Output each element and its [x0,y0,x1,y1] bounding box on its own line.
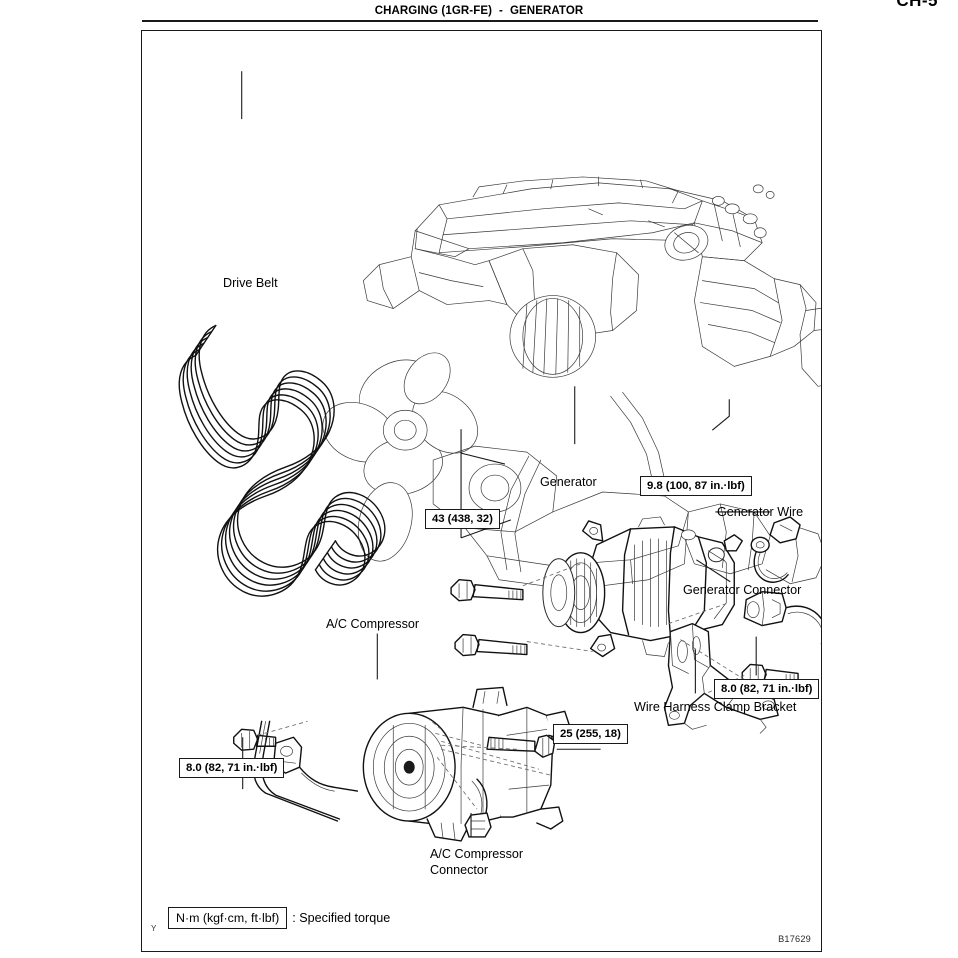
torque-legend: N·m (kgf·cm, ft·lbf) : Specified torque [168,907,390,929]
figure-frame: .ln { fill:none; stroke:#2b2b2b; stroke-… [141,30,822,952]
legend-description: : Specified torque [292,911,391,925]
figure-id: B17629 [778,934,811,944]
label-generator-wire: Generator Wire [717,505,804,519]
torque-callout-generator-bolts: 43 (438, 32) [425,509,500,529]
label-ac-compressor: A/C Compressor [326,617,420,631]
header-separator: - [499,5,503,17]
label-ac-compressor-connector: A/C Compressor Connector [430,847,524,877]
torque-callout-clamp-bracket-bolt: 8.0 (82, 71 in.·lbf) [714,679,820,699]
torque-callout-generator-wire: 9.8 (100, 87 in.·lbf) [640,476,752,496]
label-wire-harness-clamp-bracket: Wire Harness Clamp Bracket [634,700,797,714]
label-drive-belt: Drive Belt [223,276,278,290]
exploded-view-illustration: .ln { fill:none; stroke:#2b2b2b; stroke-… [142,31,821,951]
page-header: CHARGING (1GR-FE)-GENERATOR CH-5 [0,0,958,30]
page-title: CHARGING (1GR-FE)-GENERATOR [0,5,958,17]
torque-callout-ac-compressor-bolts: 25 (255, 18) [553,724,628,744]
page-number: CH-5 [896,0,938,10]
label-generator-connector: Generator Connector [683,583,802,597]
figure-corner-marker: Y [151,924,157,933]
header-subsection: GENERATOR [509,5,584,17]
header-section: CHARGING (1GR-FE) [374,5,493,17]
torque-callout-ac-bracket-bolt: 8.0 (82, 71 in.·lbf) [179,758,285,778]
label-generator: Generator [540,475,597,489]
header-rule [142,20,818,22]
legend-unit-box: N·m (kgf·cm, ft·lbf) [168,907,288,929]
